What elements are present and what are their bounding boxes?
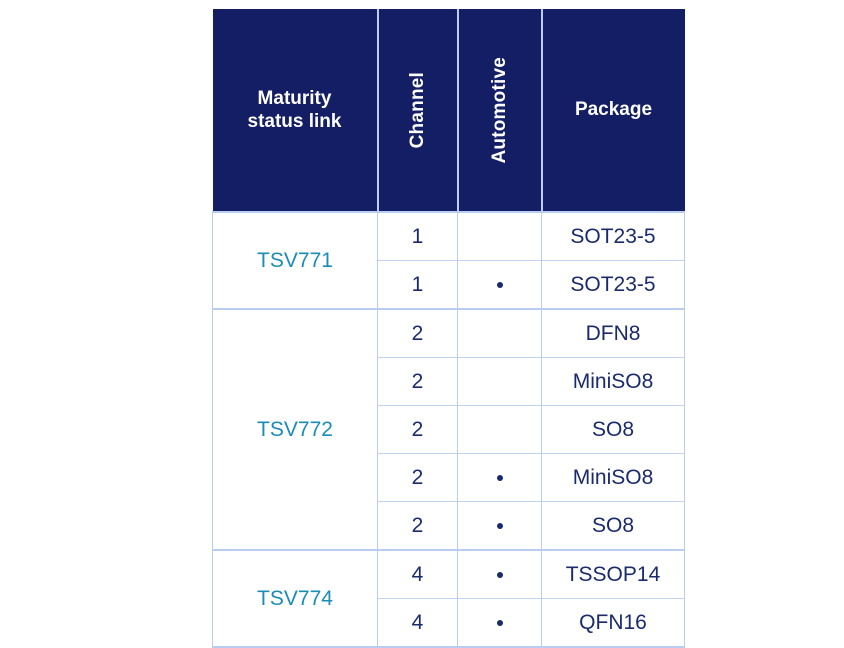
- channel-cell: 2: [377, 308, 458, 358]
- automotive-cell: [457, 308, 542, 358]
- maturity-status-link-cell[interactable]: TSV772: [212, 308, 378, 551]
- table-row: 2 MiniSO8: [213, 453, 685, 502]
- table-row: TSV772 2 DFN8: [212, 308, 685, 551]
- automotive-cell: [457, 405, 542, 454]
- automotive-cell: [457, 453, 542, 502]
- product-selection-table: Maturity status link Channel Automotive …: [212, 9, 685, 648]
- package-cell: SOT23-5: [541, 211, 685, 261]
- column-header-package: Package: [540, 9, 685, 212]
- maturity-status-link-tsv771[interactable]: TSV771: [257, 248, 333, 272]
- package-cell: MiniSO8: [541, 453, 685, 502]
- maturity-header-line1: Maturity: [257, 87, 332, 109]
- channel-cell: 2: [377, 357, 458, 406]
- channel-cell: 1: [377, 211, 458, 261]
- automotive-bullet-icon: [496, 571, 503, 578]
- package-cell: QFN16: [541, 598, 685, 648]
- channel-cell: 2: [377, 405, 458, 454]
- table-row: TSV774 4 TSSOP14: [212, 549, 685, 648]
- automotive-empty: [497, 379, 503, 385]
- automotive-cell: [457, 598, 542, 648]
- automotive-bullet-icon: [496, 619, 503, 626]
- automotive-empty: [497, 234, 503, 240]
- table-row: 2 SO8: [213, 405, 685, 454]
- automotive-empty: [497, 331, 503, 337]
- package-header-label: Package: [574, 99, 653, 121]
- maturity-status-link-cell[interactable]: TSV774: [212, 549, 378, 648]
- table-row: 4 QFN16: [213, 598, 685, 648]
- header-row: Maturity status link Channel Automotive …: [212, 9, 685, 212]
- package-cell: SO8: [541, 501, 685, 550]
- package-cell: TSSOP14: [541, 549, 685, 599]
- maturity-status-link-tsv774[interactable]: TSV774: [257, 586, 333, 610]
- table-row: 1 SOT23-5: [213, 260, 685, 309]
- maturity-header-line2: status link: [247, 111, 342, 132]
- channel-cell: 4: [377, 549, 458, 599]
- column-header-automotive: Automotive: [456, 9, 542, 212]
- channel-header-label: Channel: [406, 71, 428, 149]
- table-header: Maturity status link Channel Automotive …: [212, 9, 685, 212]
- automotive-cell: [457, 549, 542, 599]
- automotive-header-label: Automotive: [488, 56, 510, 164]
- automotive-empty: [497, 427, 503, 433]
- channel-header-wrap: Channel: [379, 9, 457, 211]
- maturity-status-link-tsv772[interactable]: TSV772: [257, 417, 333, 441]
- automotive-bullet-icon: [496, 522, 503, 529]
- automotive-cell: [457, 357, 542, 406]
- package-cell: MiniSO8: [541, 357, 685, 406]
- channel-cell: 4: [377, 598, 458, 648]
- channel-cell: 2: [377, 453, 458, 502]
- table-row: 2 MiniSO8: [213, 357, 685, 406]
- automotive-cell: [457, 211, 542, 261]
- column-header-channel: Channel: [376, 9, 458, 212]
- channel-cell: 2: [377, 501, 458, 550]
- table-row: 2 SO8: [213, 501, 685, 550]
- package-cell: SO8: [541, 405, 685, 454]
- automotive-bullet-icon: [496, 281, 503, 288]
- channel-cell: 1: [377, 260, 458, 309]
- maturity-status-link-cell[interactable]: TSV771: [212, 211, 378, 310]
- automotive-cell: [457, 260, 542, 309]
- column-header-maturity-status-link: Maturity status link: [212, 9, 378, 212]
- package-cell: SOT23-5: [541, 260, 685, 309]
- automotive-bullet-icon: [496, 474, 503, 481]
- package-cell: DFN8: [541, 308, 685, 358]
- automotive-header-wrap: Automotive: [459, 9, 541, 211]
- automotive-cell: [457, 501, 542, 550]
